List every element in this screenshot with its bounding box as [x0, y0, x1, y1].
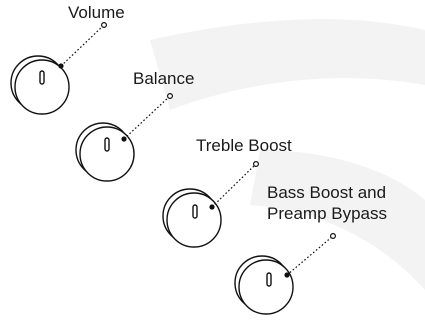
leader-bass	[286, 235, 334, 276]
knob-treble-front	[166, 192, 222, 248]
watermark-background	[150, 19, 425, 290]
leader-volume-dot	[58, 63, 64, 69]
label-bass-boost: Bass Boost and Preamp Bypass	[267, 182, 425, 224]
leader-balance-end	[167, 92, 174, 99]
leader-volume-end	[100, 22, 107, 29]
leader-treble-end	[253, 161, 260, 168]
label-balance: Balance	[133, 69, 195, 88]
leader-treble	[211, 163, 257, 208]
leader-balance-dot	[121, 136, 127, 142]
leader-balance	[123, 95, 171, 140]
watermark-swoosh-lower	[250, 150, 425, 290]
label-bass-boost-line-1: Bass Boost and	[267, 183, 387, 202]
label-volume: Volume	[68, 3, 125, 22]
leader-treble-dot	[209, 204, 215, 210]
knob-balance-front	[79, 126, 135, 182]
knob-volume-front	[14, 59, 70, 115]
leader-bass-dot	[284, 272, 290, 278]
knob-bass-front	[238, 259, 294, 315]
watermark-swoosh-upper	[150, 19, 425, 111]
knob-bass-boost	[234, 255, 294, 315]
leader-bass-end	[330, 233, 337, 240]
knob-balance	[75, 122, 135, 182]
knob-treble-indicator	[192, 204, 198, 219]
knob-balance-indicator	[104, 137, 110, 152]
knob-treble-boost	[162, 188, 222, 248]
knob-volume	[10, 55, 70, 115]
knob-bass-indicator	[266, 272, 272, 287]
label-treble-boost: Treble Boost	[196, 136, 292, 155]
label-bass-boost-line-2: Preamp Bypass	[267, 204, 387, 223]
knob-volume-indicator	[39, 70, 45, 85]
leader-volume	[60, 24, 105, 67]
